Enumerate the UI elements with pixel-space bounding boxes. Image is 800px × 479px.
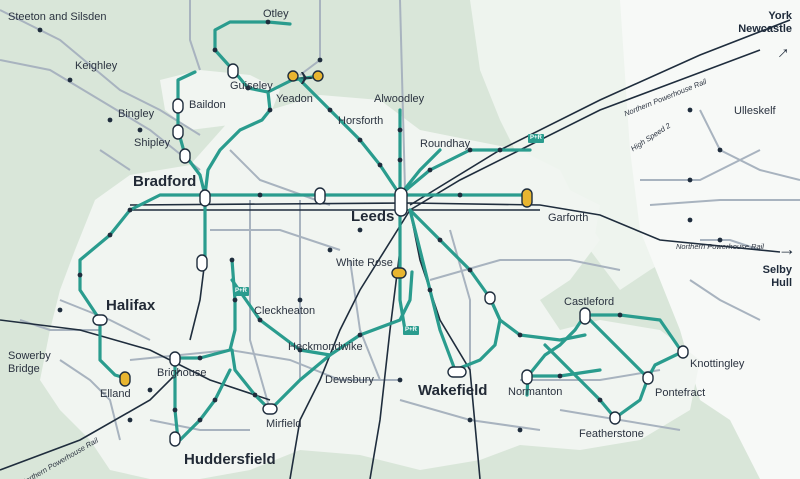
- label-brighouse: Brighouse: [157, 367, 207, 379]
- label-wakefield: Wakefield: [418, 382, 488, 399]
- destination-york-newcastle: York Newcastle: [738, 10, 792, 35]
- label-elland: Elland: [100, 388, 131, 400]
- label-white-rose: White Rose: [336, 257, 393, 269]
- label-bingley: Bingley: [118, 108, 155, 120]
- label-otley: Otley: [263, 8, 289, 20]
- label-steeton: Steeton and Silsden: [8, 11, 107, 23]
- park-ride-badge: P+R: [403, 326, 419, 335]
- arrow-right-icon: →: [778, 239, 796, 259]
- label-sowerby-bridge: Sowerby Bridge: [8, 350, 51, 375]
- label-guiseley: Guiseley: [230, 80, 273, 92]
- label-featherstone: Featherstone: [579, 428, 644, 440]
- label-bradford: Bradford: [133, 173, 197, 190]
- label-castleford: Castleford: [564, 296, 615, 308]
- label-halifax: Halifax: [106, 297, 156, 314]
- label-yeadon: Yeadon: [276, 93, 313, 105]
- label-normanton: Normanton: [508, 386, 563, 398]
- label-keighley: Keighley: [75, 60, 118, 72]
- label-pontefract: Pontefract: [655, 387, 706, 399]
- destination-selby-hull: Selby Hull: [762, 264, 792, 289]
- label-alwoodley: Alwoodley: [374, 93, 425, 105]
- ghost-rail-network: [0, 0, 800, 441]
- label-garforth: Garforth: [548, 212, 589, 224]
- label-cleckheaton: Cleckheaton: [254, 305, 316, 317]
- park-ride-badge: P+R: [528, 134, 544, 143]
- airplane-icon: [297, 72, 313, 84]
- label-dewsbury: Dewsbury: [325, 374, 374, 386]
- yellow-interchanges: [119, 70, 533, 387]
- label-huddersfield: Huddersfield: [184, 451, 276, 468]
- urban-area-garforth: [520, 190, 600, 245]
- park-ride-badge: P+R: [233, 287, 249, 296]
- urban-area-north: [160, 70, 280, 130]
- label-npr-east: Northern Powerhouse Rail: [676, 242, 764, 251]
- mainline-rail: [0, 19, 791, 479]
- label-knottingley: Knottingley: [690, 358, 745, 370]
- station-dots: [37, 19, 723, 433]
- label-leeds: Leeds: [351, 208, 395, 225]
- label-ulleskelf: Ulleskelf: [734, 105, 776, 117]
- label-heckmondwike: Heckmondwike: [288, 341, 363, 353]
- label-baildon: Baildon: [189, 99, 226, 111]
- label-horsforth: Horsforth: [338, 115, 384, 127]
- label-roundhay: Roundhay: [420, 138, 471, 150]
- label-shipley: Shipley: [134, 137, 171, 149]
- interchange-capsules: [92, 63, 689, 447]
- label-mirfield: Mirfield: [266, 418, 302, 430]
